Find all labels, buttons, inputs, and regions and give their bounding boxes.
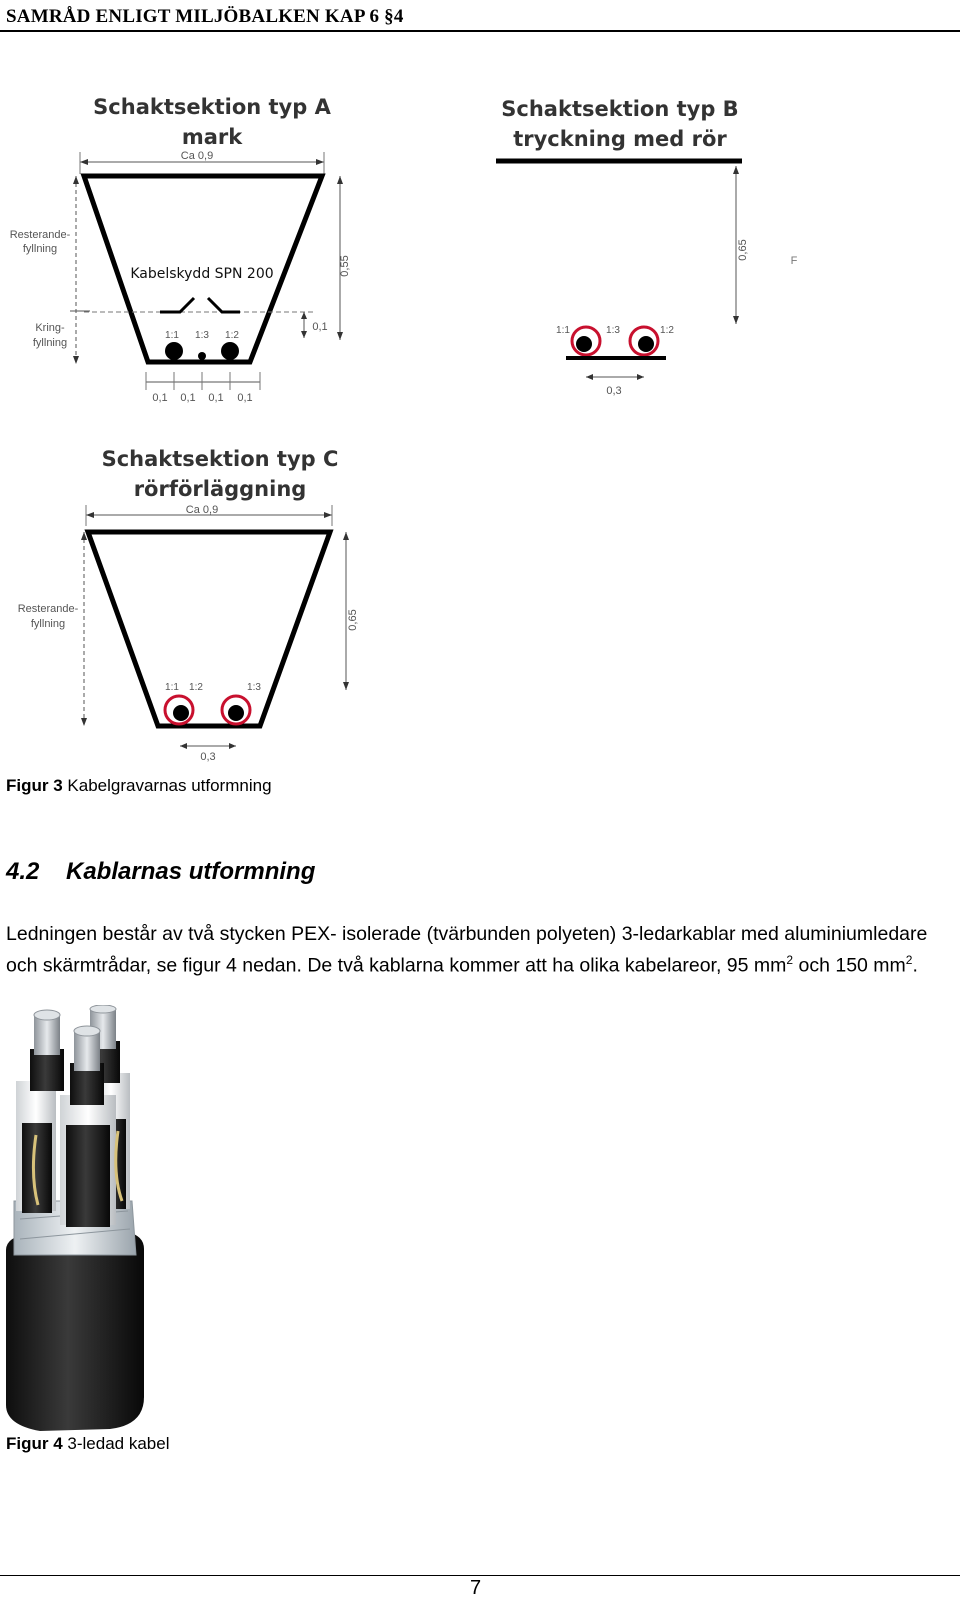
cable-marker bbox=[198, 352, 206, 360]
svg-text:0,1: 0,1 bbox=[180, 392, 195, 404]
section-c-width-label: Ca 0,9 bbox=[186, 504, 218, 516]
section-c-trench bbox=[84, 529, 334, 729]
body-paragraph: Ledningen består av två stycken PEX- iso… bbox=[6, 923, 928, 977]
section-a-depth-label: 0,55 bbox=[339, 255, 351, 276]
cable-marker bbox=[228, 705, 244, 721]
svg-text:1:3: 1:3 bbox=[247, 682, 261, 693]
svg-text:1:1: 1:1 bbox=[556, 325, 570, 336]
pipe-ring bbox=[163, 694, 195, 726]
figure-4-label: Figur 4 bbox=[6, 1434, 63, 1453]
section-title: Kablarnas utformning bbox=[66, 858, 316, 885]
section-number: 4.2 bbox=[6, 858, 40, 885]
section-a-surround-label: Kring- bbox=[35, 322, 65, 334]
section-a-trench bbox=[80, 173, 326, 365]
section-b-title: Schaktsektion typ B bbox=[501, 97, 738, 121]
section-b-subtitle: tryckning med rör bbox=[513, 127, 727, 151]
svg-text:1:1: 1:1 bbox=[165, 682, 179, 693]
svg-text:1:3: 1:3 bbox=[606, 325, 620, 336]
section-c-backfill-label: Resterande- bbox=[18, 603, 79, 615]
section-a-subtitle: mark bbox=[182, 125, 243, 149]
svg-text:1:2: 1:2 bbox=[225, 330, 239, 341]
section-a-backfill-label: Resterande- bbox=[10, 229, 71, 241]
cable-marker bbox=[576, 336, 592, 352]
svg-text:1:3: 1:3 bbox=[195, 330, 209, 341]
svg-text:fyllning: fyllning bbox=[23, 243, 57, 255]
section-heading: 4.2 Kablarnas utformning bbox=[6, 858, 315, 886]
pipe-ring bbox=[628, 325, 660, 357]
cable-marker bbox=[221, 342, 239, 360]
section-a-width-label: Ca 0,9 bbox=[181, 150, 213, 162]
trench-section-b: Schaktsektion typ B tryckning med rör 0,… bbox=[480, 90, 810, 410]
svg-text:1:2: 1:2 bbox=[660, 325, 674, 336]
section-c-depth-label: 0,65 bbox=[347, 609, 359, 630]
aluminium-conductor bbox=[74, 1031, 100, 1071]
svg-text:fyllning: fyllning bbox=[31, 618, 65, 630]
svg-text:1:2: 1:2 bbox=[189, 682, 203, 693]
svg-text:1:1: 1:1 bbox=[165, 330, 179, 341]
section-b-spacing-label: 0,3 bbox=[606, 385, 621, 397]
pipe-ring bbox=[220, 694, 252, 726]
section-c-subtitle: rörförläggning bbox=[134, 477, 307, 501]
section-a-protection-label: Kabelskydd SPN 200 bbox=[130, 266, 273, 282]
cable-marker bbox=[165, 342, 183, 360]
cable-marker bbox=[173, 705, 189, 721]
cable-illustration bbox=[0, 1005, 160, 1435]
figure-4-text: 3-ledad kabel bbox=[67, 1434, 170, 1453]
section-a-title: Schaktsektion typ A bbox=[93, 95, 331, 119]
pipe-ring bbox=[570, 325, 602, 357]
page-number: 7 bbox=[470, 1577, 482, 1599]
header-divider bbox=[0, 30, 960, 32]
figure-3-label: Figur 3 bbox=[6, 776, 63, 795]
trench-section-c: Schaktsektion typ C rörförläggning Ca 0,… bbox=[0, 440, 380, 770]
figure-3-text: Kabelgravarnas utformning bbox=[67, 776, 272, 795]
trench-section-a: Schaktsektion typ A mark Ca 0,9 0,55 Res… bbox=[0, 90, 360, 410]
cable-outer-jacket bbox=[6, 1231, 144, 1431]
section-b-depth-label: 0,65 bbox=[737, 239, 749, 260]
svg-text:0,1: 0,1 bbox=[208, 392, 223, 404]
footer-divider bbox=[0, 1575, 960, 1576]
aluminium-conductor bbox=[34, 1015, 60, 1055]
svg-text:0,1: 0,1 bbox=[152, 392, 167, 404]
figure-3-caption: Figur 3 Kabelgravarnas utformning bbox=[6, 776, 272, 796]
section-c-spacing-label: 0,3 bbox=[200, 751, 215, 763]
document-header: SAMRÅD ENLIGT MILJÖBALKEN KAP 6 §4 bbox=[6, 6, 404, 27]
cable-marker bbox=[638, 336, 654, 352]
figure-4-caption: Figur 4 3-ledad kabel bbox=[6, 1434, 169, 1454]
svg-text:0,1: 0,1 bbox=[237, 392, 252, 404]
section-c-title: Schaktsektion typ C bbox=[102, 447, 339, 471]
section-a-gap-label: 0,1 bbox=[312, 321, 327, 333]
svg-text:fyllning: fyllning bbox=[33, 337, 67, 349]
section-b-side-label: F bbox=[791, 255, 798, 267]
